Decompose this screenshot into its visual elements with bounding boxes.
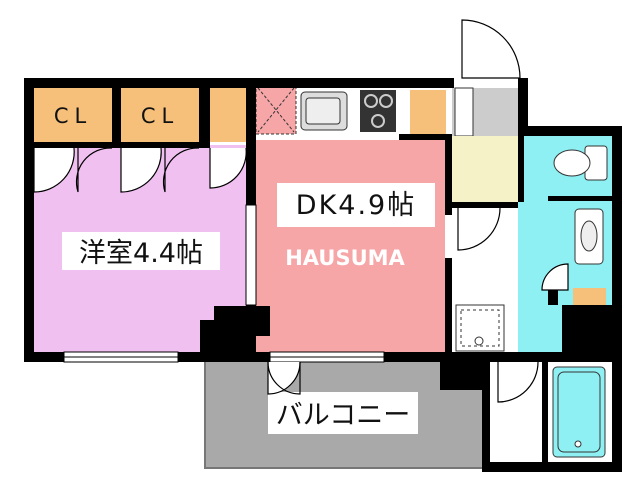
watermark-logo: HAUSUMA [285, 246, 405, 270]
fridge-cross-1 [257, 87, 295, 133]
shoe-cabinet [454, 87, 474, 137]
washroom-shelf [573, 288, 606, 310]
stove-burner-2 [379, 94, 393, 108]
washer-drain-icon [474, 336, 484, 346]
western-room-label: 洋室4.4帖 [79, 238, 203, 269]
balcony-label: バルコニー [276, 400, 410, 431]
room-opening [245, 204, 257, 306]
dk-label-box [277, 183, 435, 227]
washer-pan-inner [460, 309, 500, 347]
dk-room-label: DK4.9帖 [296, 190, 416, 221]
door-swings [33, 19, 569, 403]
toilet-bowl [553, 149, 591, 177]
stove-burner-3 [371, 114, 385, 128]
wash-basin-bowl [580, 220, 598, 252]
dk-floor [256, 140, 445, 353]
closet-label-2: CL [141, 104, 179, 128]
toilet-partition [548, 196, 614, 201]
western-label-box [62, 232, 220, 270]
kitchen-closet [410, 90, 446, 134]
entrance-floor-overlay [452, 136, 518, 202]
closet-1 [34, 88, 112, 142]
closet-3 [210, 88, 246, 142]
closet-label-1: CL [54, 104, 92, 128]
bathtub-inner [557, 371, 601, 453]
bathtub-drain-icon [574, 440, 582, 448]
fridge-cross-2 [257, 87, 295, 133]
kitchen-sink-basin [305, 97, 341, 125]
stove-burner-1 [364, 94, 378, 108]
closet-2 [121, 88, 199, 142]
balcony-label-box [268, 392, 418, 434]
